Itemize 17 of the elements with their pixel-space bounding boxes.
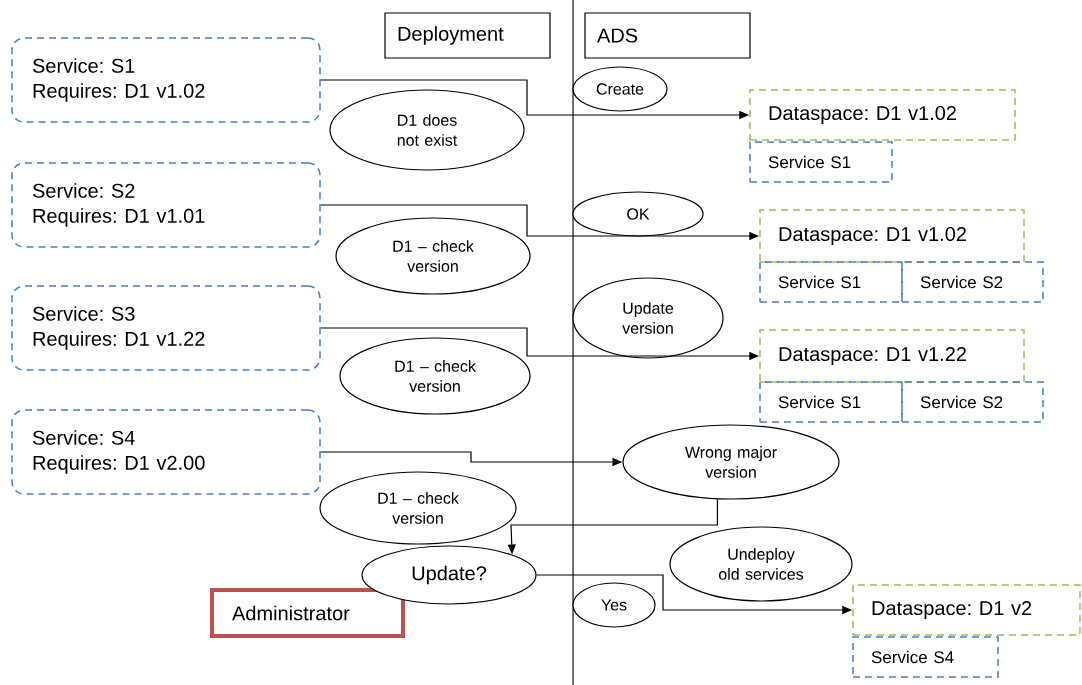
actor-box: Administrator [210, 588, 405, 638]
service-tag: Service S1 [749, 141, 893, 183]
service-box: Service: S2 Requires: D1 v1.01 [11, 162, 321, 248]
service-box: Service: S4 Requires: D1 v2.00 [11, 409, 321, 495]
dataspace-box: Dataspace: D1 v2 [852, 584, 1081, 636]
dataspace-box: Dataspace: D1 v1.02 [759, 209, 1025, 263]
service-tag: Service S1 [759, 381, 903, 423]
service-tag: Service S1 [759, 261, 903, 303]
lane-header: ADS [584, 12, 751, 59]
dataspace-box: Dataspace: D1 v1.22 [759, 329, 1025, 383]
lane-header: Deployment [384, 12, 551, 59]
service-box: Service: S3 Requires: D1 v1.22 [11, 285, 321, 371]
dataspace-box: Dataspace: D1 v1.02 [749, 89, 1016, 141]
service-tag: Service S2 [901, 261, 1044, 303]
service-tag: Service S2 [901, 381, 1044, 423]
service-tag: Service S4 [852, 636, 999, 678]
service-box: Service: S1 Requires: D1 v1.02 [11, 37, 321, 123]
